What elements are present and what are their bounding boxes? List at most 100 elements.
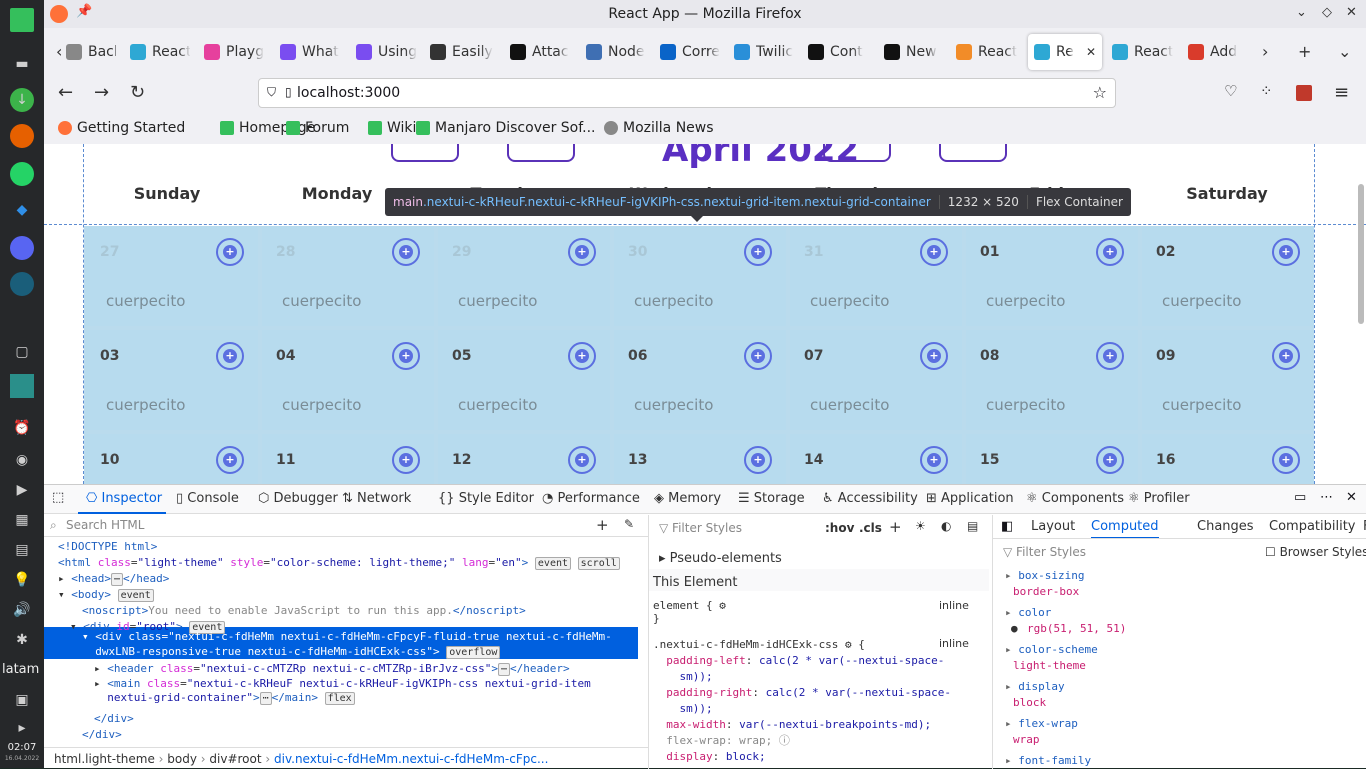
eyedropper-icon[interactable]: ✎ bbox=[624, 517, 635, 531]
layout-tab-changes[interactable]: Changes bbox=[1197, 519, 1254, 534]
calendar-day-cell[interactable]: 09+cuerpecito bbox=[1142, 330, 1314, 430]
calendar-day-cell[interactable]: 11+ bbox=[262, 434, 434, 484]
devtools-tab-profiler[interactable]: ⚛ Profiler bbox=[1128, 491, 1190, 506]
add-event-button[interactable]: + bbox=[392, 238, 420, 266]
add-rule-icon[interactable]: + bbox=[889, 518, 902, 536]
markup-line[interactable]: ▸ <head>⋯</head> bbox=[58, 572, 170, 586]
calendar-day-cell[interactable]: 01+cuerpecito bbox=[966, 226, 1138, 326]
calendar-day-cell[interactable]: 06+cuerpecito bbox=[614, 330, 786, 430]
markup-line[interactable]: <html class="light-theme" style="color-s… bbox=[58, 555, 620, 572]
forward-icon[interactable]: → bbox=[94, 82, 110, 103]
whatsapp-icon[interactable] bbox=[10, 162, 34, 186]
devtools-tab-application[interactable]: ⊞ Application bbox=[926, 491, 1014, 506]
tab-easily[interactable]: Easily bbox=[424, 34, 496, 70]
computed-filter-field[interactable]: ▽ Filter Styles bbox=[1003, 545, 1086, 559]
bookmark-item[interactable]: Forum bbox=[286, 120, 349, 136]
tabs-scroll-left-icon[interactable]: ‹ bbox=[56, 42, 63, 61]
markup-line[interactable]: ▸ <main class="nextui-c-kRHeuF nextui-c-… bbox=[94, 677, 591, 705]
new-tab-icon[interactable]: + bbox=[1298, 42, 1312, 61]
pseudo-elements-toggle[interactable]: ▸ Pseudo-elements bbox=[659, 551, 782, 566]
tab-node[interactable]: Node bbox=[580, 34, 646, 70]
tab-new[interactable]: New bbox=[878, 34, 942, 70]
add-event-button[interactable]: + bbox=[568, 238, 596, 266]
markup-tree[interactable]: <!DOCTYPE html> <html class="light-theme… bbox=[44, 539, 638, 741]
devtools-tab-memory[interactable]: ◈ Memory bbox=[654, 491, 721, 506]
add-event-button[interactable]: + bbox=[1272, 238, 1300, 266]
calendar-day-cell[interactable]: 16+ bbox=[1142, 434, 1314, 484]
calendar-day-cell[interactable]: 30+cuerpecito bbox=[614, 226, 786, 326]
markup-line[interactable]: <!DOCTYPE html> bbox=[58, 540, 158, 553]
add-event-button[interactable]: + bbox=[744, 446, 772, 474]
calendar-day-cell[interactable]: 02+cuerpecito bbox=[1142, 226, 1314, 326]
element-rule[interactable]: element { ⚙} bbox=[653, 599, 726, 625]
add-event-button[interactable]: + bbox=[1096, 342, 1124, 370]
add-node-icon[interactable]: + bbox=[596, 516, 609, 534]
devtools-tab-console[interactable]: ▯ Console bbox=[176, 491, 239, 506]
bookmark-item[interactable]: Getting Started bbox=[58, 120, 185, 136]
tab-react[interactable]: React bbox=[1106, 34, 1176, 70]
files-icon[interactable]: ▬ bbox=[15, 56, 29, 72]
manjaro-menu-icon[interactable] bbox=[10, 8, 34, 32]
markup-line[interactable]: ▾ <body> event bbox=[58, 587, 154, 604]
discord-tray-icon[interactable]: ◉ bbox=[15, 452, 29, 468]
extensions-icon[interactable]: ⁘ bbox=[1260, 82, 1273, 100]
add-event-button[interactable]: + bbox=[1272, 446, 1300, 474]
add-event-button[interactable]: + bbox=[744, 342, 772, 370]
devtools-tab-components[interactable]: ⚛ Components bbox=[1026, 491, 1124, 506]
markup-line-selected[interactable]: ▾ <div class="nextui-c-fdHeMm nextui-c-f… bbox=[82, 630, 612, 659]
dark-theme-icon[interactable]: ◐ bbox=[941, 519, 952, 533]
dock-icon[interactable]: ▭ bbox=[1294, 490, 1307, 505]
calendar-day-cell[interactable]: 13+ bbox=[614, 434, 786, 484]
addon-icon[interactable] bbox=[1296, 85, 1312, 101]
add-event-button[interactable]: + bbox=[216, 342, 244, 370]
cls-toggle[interactable]: .cls bbox=[859, 521, 882, 535]
markup-line[interactable]: ▸ <header class="nextui-c-cMTZRp nextui-… bbox=[94, 662, 570, 676]
volume-icon[interactable]: 🔊 bbox=[13, 602, 31, 618]
tabs-scroll-right-icon[interactable]: › bbox=[1262, 42, 1269, 61]
close-window-icon[interactable]: ✕ bbox=[1346, 5, 1357, 20]
maximize-icon[interactable]: ◇ bbox=[1322, 5, 1332, 20]
tab-corre[interactable]: Corre bbox=[654, 34, 720, 70]
breadcrumb-item[interactable]: div.nextui-c-fdHeMm.nextui-c-fdHeMm-cFpc… bbox=[274, 752, 549, 766]
url-text[interactable]: localhost:3000 bbox=[297, 85, 401, 101]
calendar-day-cell[interactable]: 27+cuerpecito bbox=[86, 226, 258, 326]
calendar-day-cell[interactable]: 12+ bbox=[438, 434, 610, 484]
calendar-day-cell[interactable]: 14+ bbox=[790, 434, 962, 484]
add-event-button[interactable]: + bbox=[920, 342, 948, 370]
calendar-day-cell[interactable]: 28+cuerpecito bbox=[262, 226, 434, 326]
bookmark-item[interactable]: Manjaro Discover Sof... bbox=[416, 120, 596, 136]
calendar-day-cell[interactable]: 07+cuerpecito bbox=[790, 330, 962, 430]
close-tab-icon[interactable]: ✕ bbox=[1085, 45, 1096, 59]
add-event-button[interactable]: + bbox=[392, 342, 420, 370]
breadcrumb-item[interactable]: html.light-theme bbox=[54, 752, 155, 766]
css-rule[interactable]: .nextui-c-fdHeMm-idHCExk-css ⚙ { padding… bbox=[653, 638, 952, 763]
print-icon[interactable]: ▤ bbox=[967, 519, 979, 533]
breadcrumb-item[interactable]: body bbox=[167, 752, 197, 766]
tab-what[interactable]: What bbox=[274, 34, 342, 70]
add-event-button[interactable]: + bbox=[920, 446, 948, 474]
media-icon[interactable]: ▶ bbox=[16, 482, 28, 498]
calendar-day-cell[interactable]: 03+cuerpecito bbox=[86, 330, 258, 430]
list-tabs-icon[interactable]: ⌄ bbox=[1338, 42, 1352, 61]
discord-icon[interactable] bbox=[10, 236, 34, 260]
bluetooth-icon[interactable]: ✱ bbox=[16, 632, 28, 648]
bookmark-star-icon[interactable]: ☆ bbox=[1092, 83, 1107, 102]
network-tray-icon[interactable]: ▦ bbox=[15, 512, 29, 528]
add-event-button[interactable]: + bbox=[568, 446, 596, 474]
add-event-button[interactable]: + bbox=[568, 342, 596, 370]
layout-tab-layout[interactable]: Layout bbox=[1031, 519, 1076, 534]
devtools-tab-debugger[interactable]: ⬡ Debugger bbox=[258, 491, 338, 506]
tab-using[interactable]: Using bbox=[350, 34, 418, 70]
bookmark-item[interactable]: Wiki bbox=[368, 120, 416, 136]
calendar-day-cell[interactable]: 31+cuerpecito bbox=[790, 226, 962, 326]
reload-icon[interactable]: ↻ bbox=[130, 82, 146, 103]
next-month-button[interactable] bbox=[823, 144, 891, 162]
tab-re[interactable]: Re✕ bbox=[1028, 34, 1102, 70]
keyboard-layout[interactable]: latam bbox=[2, 662, 40, 677]
browser-styles-checkbox[interactable]: ☐ Browser Styles bbox=[1265, 545, 1366, 559]
